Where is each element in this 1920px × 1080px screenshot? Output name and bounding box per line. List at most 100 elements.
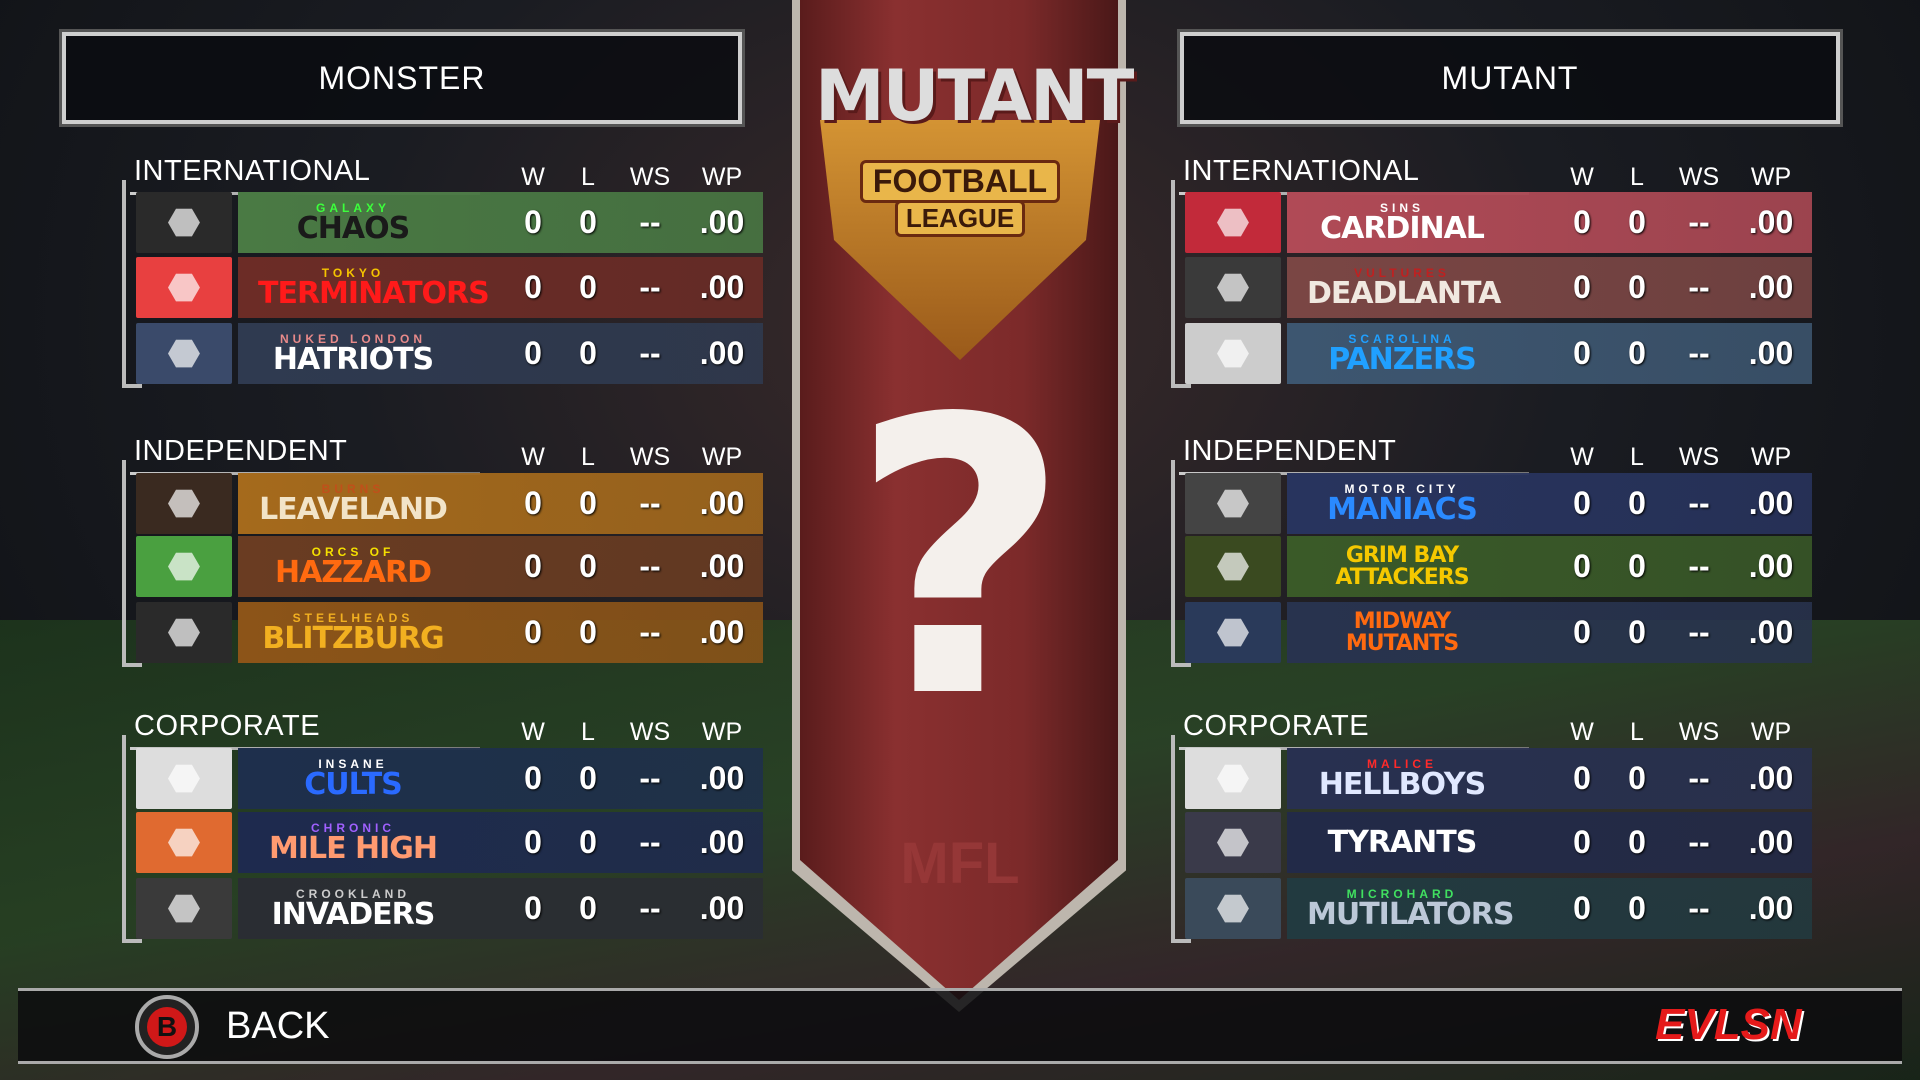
- back-b-button-icon[interactable]: B: [135, 995, 199, 1059]
- team-stat-l: 0: [1628, 204, 1646, 240]
- team-stat-ws: --: [1688, 760, 1710, 796]
- team-name-sub: INSANE: [318, 756, 388, 771]
- column-header-w: W: [521, 718, 545, 746]
- team-stat-wp: .00: [699, 269, 745, 305]
- team-stat-l: 0: [579, 548, 597, 584]
- maniac-skull-icon: ⬣: [1185, 473, 1281, 534]
- demon-icon: ⬣: [1185, 748, 1281, 809]
- team-stat-wp: .00: [699, 548, 745, 584]
- column-header-w: W: [521, 443, 545, 471]
- league-logo-title: MUTANT: [815, 55, 1134, 137]
- team-stat-ws: --: [639, 204, 661, 240]
- team-stat-ws: --: [1688, 824, 1710, 860]
- back-button[interactable]: BACK: [226, 1005, 330, 1047]
- team-stat-wp: .00: [1748, 614, 1794, 650]
- team-stat-wp: .00: [699, 824, 745, 860]
- team-stat-w: 0: [1573, 760, 1591, 796]
- column-header-wp: WP: [701, 443, 743, 471]
- mfl-emblem: MFL: [900, 831, 1020, 896]
- team-name-sub: CHRONIC: [311, 820, 395, 835]
- team-stat-w: 0: [524, 614, 542, 650]
- division-frame: [1171, 460, 1191, 667]
- division-label: CORPORATE: [134, 710, 321, 742]
- team-stat-wp: .00: [699, 204, 745, 240]
- team-name: GRIM BAY ATTACKERS: [1307, 544, 1497, 589]
- team-name-sub: ORCS OF: [311, 544, 395, 559]
- team-stat-l: 0: [1628, 485, 1646, 521]
- team-name-main: CHAOS: [296, 210, 410, 246]
- team-name-sub: VULTURES: [1354, 265, 1450, 280]
- team-stat-w: 0: [1573, 890, 1591, 926]
- team-stat-w: 0: [524, 890, 542, 926]
- team-stat-w: 0: [524, 335, 542, 371]
- team-stat-l: 0: [1628, 335, 1646, 371]
- team-stat-wp: .00: [1748, 824, 1794, 860]
- team-stat-ws: --: [1688, 548, 1710, 584]
- team-stat-wp: .00: [1748, 548, 1794, 584]
- team-stat-wp: .00: [1748, 204, 1794, 240]
- column-header-wp: WP: [1750, 443, 1792, 471]
- division-label: CORPORATE: [1183, 710, 1370, 742]
- division-frame: [122, 735, 142, 943]
- team-stat-l: 0: [1628, 269, 1646, 305]
- team-name-sub: SINS: [1379, 200, 1424, 215]
- team-stat-wp: .00: [699, 890, 745, 926]
- team-name-main: LEAVELAND: [259, 491, 448, 527]
- column-header-l: L: [1630, 718, 1644, 746]
- team-stat-ws: --: [639, 760, 661, 796]
- team-name-main: MIDWAY MUTANTS: [1345, 608, 1459, 656]
- team-name-main: BLITZBURG: [262, 620, 444, 656]
- team-stat-w: 0: [1573, 824, 1591, 860]
- hatriot-head-icon: ⬣: [136, 323, 232, 384]
- team-stat-ws: --: [639, 548, 661, 584]
- division-frame: [1171, 180, 1191, 388]
- team-stat-w: 0: [1573, 485, 1591, 521]
- column-header-ws: WS: [629, 163, 671, 191]
- team-name-sub: TOKYO: [321, 265, 385, 280]
- team-name-sub: MOTOR CITY: [1344, 481, 1460, 496]
- team-stat-ws: --: [1688, 614, 1710, 650]
- column-header-l: L: [1630, 443, 1644, 471]
- team-stat-l: 0: [579, 760, 597, 796]
- team-stat-l: 0: [579, 824, 597, 860]
- team-stat-wp: .00: [1748, 760, 1794, 796]
- team-stat-l: 0: [579, 890, 597, 926]
- team-name-sub: BURNS: [321, 481, 385, 496]
- steelhead-icon: ⬣: [136, 602, 232, 663]
- column-header-l: L: [581, 718, 595, 746]
- team-stat-w: 0: [1573, 269, 1591, 305]
